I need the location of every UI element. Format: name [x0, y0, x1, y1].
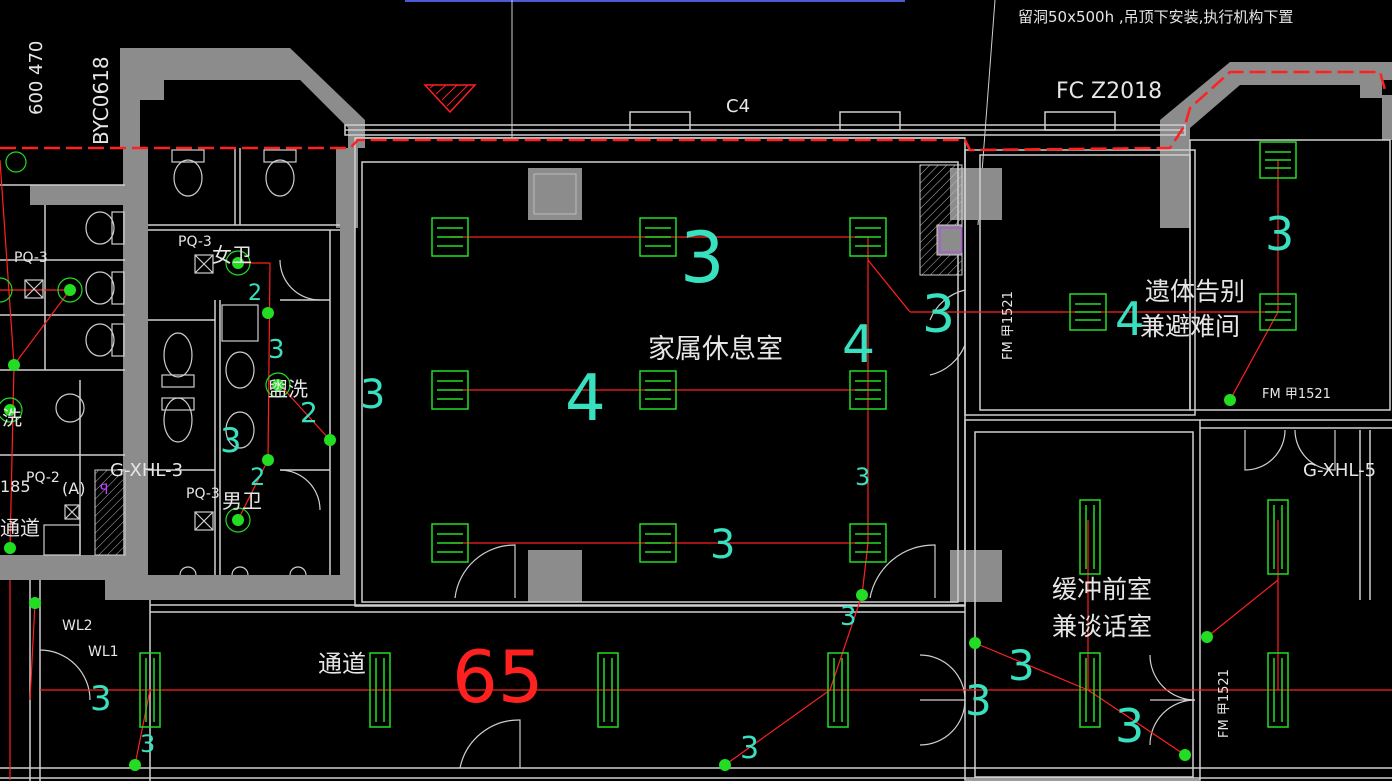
installation-note: 留洞50x500h ,吊顶下安装,执行机构下置	[1018, 8, 1293, 26]
walls	[0, 48, 1392, 602]
dim-470: 470	[26, 41, 47, 75]
exhaust-fans	[24, 254, 214, 531]
hw-note: 3	[140, 730, 155, 758]
room-family-lounge: 家属休息室	[648, 334, 783, 365]
window-code: BYC0618	[89, 56, 113, 145]
fm-label-1: FM 甲1521	[1262, 387, 1331, 402]
hw-note: 4	[565, 362, 606, 436]
hw-note: 3	[710, 522, 735, 568]
room-male-wc: 男卫	[222, 489, 262, 513]
dim-600: 600	[26, 81, 47, 115]
hw-note: 3	[922, 285, 955, 345]
hw-note: 3	[740, 731, 759, 766]
room-farewell-line2: 兼避难间	[1140, 312, 1240, 341]
hw-note: 2	[300, 396, 318, 429]
panel-light-1	[431, 217, 469, 257]
doors	[39, 259, 1336, 769]
section-marker	[423, 84, 477, 114]
xhl5-label: G-XHL-5	[1303, 460, 1376, 481]
pq3-label-b: PQ-3	[14, 250, 48, 266]
pink-mark: ꟼ	[100, 482, 108, 498]
room-passage-left: 通道	[0, 516, 40, 540]
hw-note: 3	[220, 421, 242, 461]
room-buffer-line1: 缓冲前室	[1052, 575, 1152, 604]
room-buffer-line2: 兼谈话室	[1052, 612, 1152, 641]
pq2-label: PQ-2	[26, 470, 60, 486]
hw-note: 3	[1265, 207, 1294, 261]
shaft-hatch	[919, 164, 963, 276]
hw-note: 3	[855, 463, 870, 491]
room-farewell-line1: 遗体告别	[1145, 277, 1245, 306]
pq2-suffix: (A)	[62, 479, 85, 498]
handwritten-notes: 3 4 3 3 4 3 4 3 3 3 3 3 3 3 3 2 2 2 3 3 …	[90, 207, 1294, 766]
hw-note: 4	[842, 315, 875, 375]
hw-note: 3	[268, 335, 285, 365]
wl2-label: WL2	[62, 618, 93, 634]
hw-note: 3	[840, 602, 857, 632]
num-185: 185	[0, 477, 31, 496]
sanitary-fixtures	[43, 149, 307, 576]
wall-outlines	[0, 111, 1392, 781]
window-label: C4	[726, 96, 750, 117]
hw-note: 2	[250, 463, 265, 491]
fm-label-3: FM 甲1521	[1217, 669, 1232, 738]
hw-note: 2	[248, 281, 262, 306]
hw-note: 3	[1115, 699, 1144, 753]
room-female-wc: 女卫	[212, 243, 252, 267]
pq3-label-a: PQ-3	[178, 234, 212, 250]
shaft-hatch-2	[94, 469, 126, 556]
hw-note: 3	[360, 372, 385, 418]
wl1-label: WL1	[88, 644, 119, 660]
fire-zone-boundary	[0, 70, 1387, 152]
hw-note: 3	[90, 679, 112, 719]
fm-label-2: FM 甲1521	[1001, 291, 1016, 360]
fc-label: FC Z2018	[1056, 79, 1162, 104]
lighting-fixtures	[139, 141, 1297, 728]
hw-note: 4	[1115, 292, 1144, 346]
point-fixtures	[4, 257, 1236, 771]
hw-red-note: 65	[452, 635, 544, 719]
room-corridor: 通道	[318, 650, 366, 678]
pq3-label-c: PQ-3	[186, 486, 220, 502]
room-wash-left: 洗	[2, 406, 22, 430]
hw-note: 3	[965, 676, 992, 725]
xhl3-label: G-XHL-3	[110, 460, 183, 481]
hw-note: 3	[680, 217, 725, 299]
room-wash: 盥洗	[268, 377, 308, 401]
hw-note: 3	[1008, 641, 1035, 690]
